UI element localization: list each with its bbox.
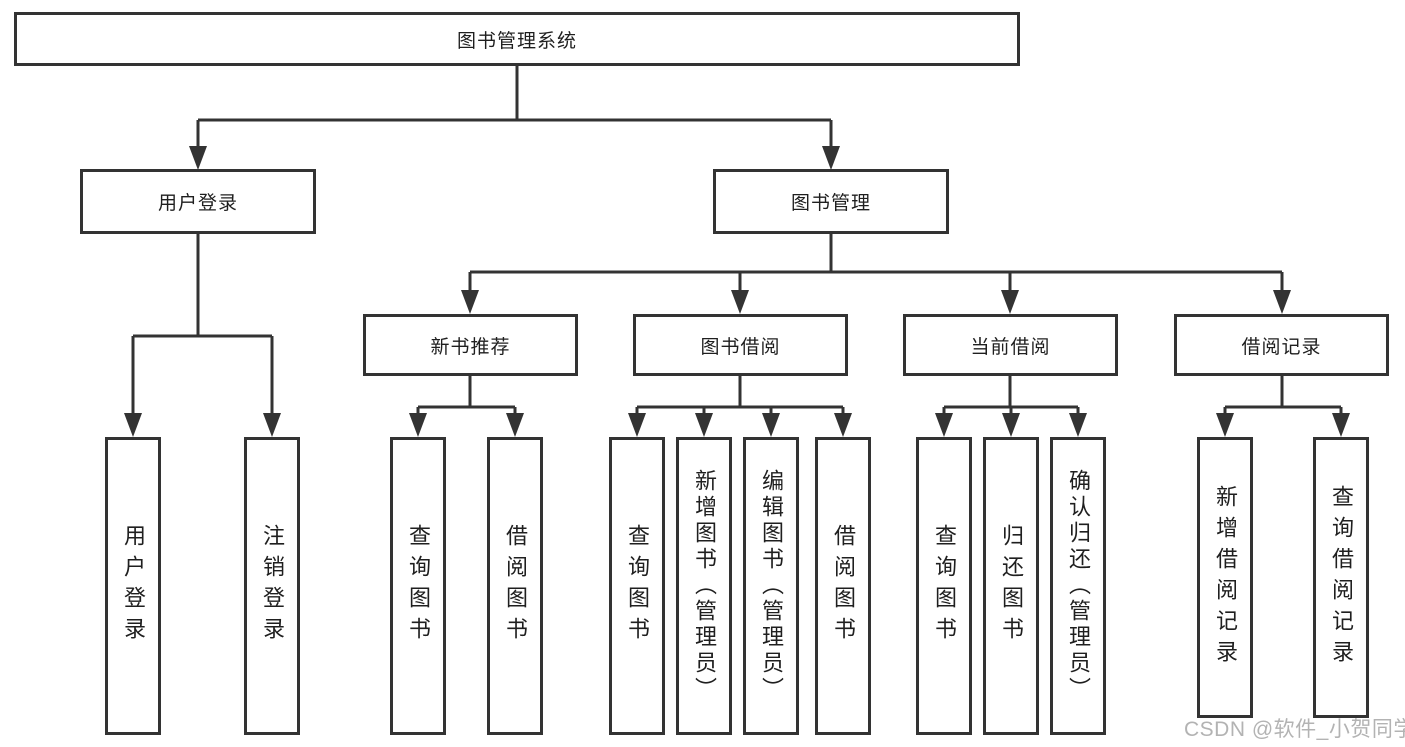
leaf-label: 借阅图书 xyxy=(831,524,856,648)
connector-current-borrow-to-leaves xyxy=(935,376,1087,437)
node-book-borrow: 图书借阅 xyxy=(633,314,848,376)
leaf-label: 归还图书 xyxy=(999,524,1024,648)
leaf-cb-return-books: 归还图书 xyxy=(983,437,1039,735)
leaf-bb-query-books: 查询图书 xyxy=(609,437,665,735)
leaf-label: 编辑图书（管理员） xyxy=(759,469,784,703)
leaf-user-login: 用户登录 xyxy=(105,437,161,735)
node-borrow-records-label: 借阅记录 xyxy=(1241,336,1322,358)
node-root: 图书管理系统 xyxy=(14,12,1020,66)
leaf-bb-borrow-books: 借阅图书 xyxy=(815,437,871,735)
node-user-login-label: 用户登录 xyxy=(157,193,238,214)
leaf-br-add-record: 新增借阅记录 xyxy=(1197,437,1253,718)
leaf-label: 借阅图书 xyxy=(503,524,528,648)
leaf-nb-query-books: 查询图书 xyxy=(390,437,446,735)
leaf-label: 新增借阅记录 xyxy=(1213,484,1238,671)
node-current-borrow-label: 当前借阅 xyxy=(970,336,1051,358)
leaf-nb-borrow-books: 借阅图书 xyxy=(487,437,543,735)
leaf-cb-confirm-return-admin: 确认归还（管理员） xyxy=(1050,437,1106,735)
connector-book-management-to-level3 xyxy=(461,234,1291,314)
leaf-logout: 注销登录 xyxy=(244,437,300,735)
leaf-label: 查询借阅记录 xyxy=(1329,484,1354,671)
node-new-book-recommend-label: 新书推荐 xyxy=(430,336,511,358)
leaf-label: 查询图书 xyxy=(406,524,431,648)
connector-user-login-to-leaves xyxy=(124,234,281,437)
leaf-cb-query-books: 查询图书 xyxy=(916,437,972,735)
connector-root-to-level2 xyxy=(189,66,840,170)
leaf-label: 新增图书（管理员） xyxy=(692,469,717,703)
node-book-management-label: 图书管理 xyxy=(790,193,871,214)
leaf-br-query-record: 查询借阅记录 xyxy=(1313,437,1369,718)
leaf-bb-add-books-admin: 新增图书（管理员） xyxy=(676,437,732,735)
leaf-label: 确认归还（管理员） xyxy=(1066,469,1091,703)
node-current-borrow: 当前借阅 xyxy=(903,314,1118,376)
watermark: CSDN @软件_小贺同学 xyxy=(1184,718,1405,741)
node-new-book-recommend: 新书推荐 xyxy=(363,314,578,376)
connector-borrow-records-to-leaves xyxy=(1216,376,1350,437)
node-book-borrow-label: 图书借阅 xyxy=(700,336,781,358)
node-book-management: 图书管理 xyxy=(713,169,949,234)
leaf-label: 注销登录 xyxy=(260,524,285,648)
node-user-login: 用户登录 xyxy=(80,169,316,234)
node-root-label: 图书管理系统 xyxy=(456,30,577,52)
leaf-bb-edit-books-admin: 编辑图书（管理员） xyxy=(743,437,799,735)
leaf-label: 查询图书 xyxy=(625,524,650,648)
connector-book-borrow-to-leaves xyxy=(628,376,852,437)
leaf-label: 查询图书 xyxy=(932,524,957,648)
leaf-label: 用户登录 xyxy=(121,524,146,648)
node-borrow-records: 借阅记录 xyxy=(1174,314,1389,376)
connector-new-book-to-leaves xyxy=(409,376,524,437)
